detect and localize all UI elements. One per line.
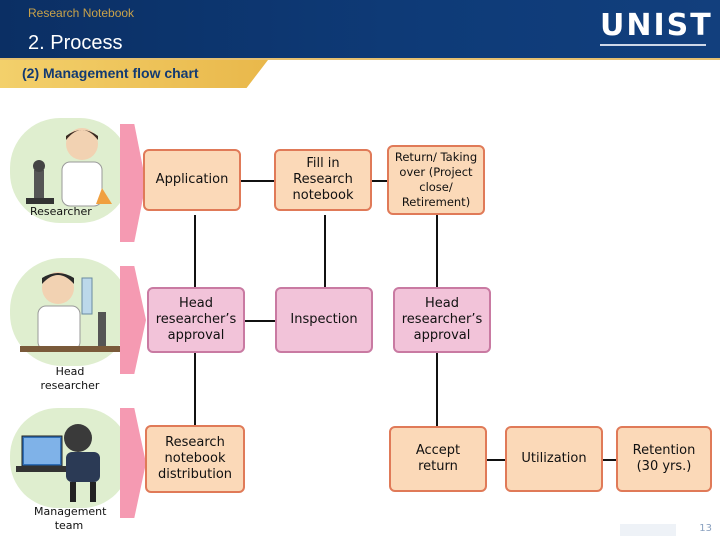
head-researcher-illustration-icon — [10, 258, 130, 366]
header-divider — [0, 58, 720, 60]
flow-box-head-researcher-approval-2: Head researcher’s approval — [393, 287, 491, 353]
flow-box-return-taking-over: Return/ Taking over (Project close/ Reti… — [387, 145, 485, 215]
unist-logo: UNIST — [600, 8, 713, 52]
connector-line — [194, 215, 196, 287]
management-team-illustration-icon — [10, 408, 130, 508]
subheader-band: (2) Management flow chart — [0, 60, 268, 88]
connector-line — [245, 320, 275, 322]
flow-box-application: Application — [143, 149, 241, 211]
connector-line — [436, 353, 438, 426]
connector-line — [603, 459, 616, 461]
connector-line — [372, 180, 387, 182]
connector-line — [324, 215, 326, 287]
role-label-management-team: Management team — [34, 505, 107, 532]
researcher-illustration-icon — [10, 118, 130, 223]
connector-line — [487, 459, 505, 461]
role-label-head-researcher: Head researcher — [40, 365, 100, 392]
flow-box-inspection: Inspection — [275, 287, 373, 353]
footer-mark — [620, 524, 676, 536]
connector-line — [241, 180, 274, 182]
row2-arrow — [120, 266, 146, 374]
logo-rule — [600, 44, 706, 46]
flow-box-retention: Retention (30 yrs.) — [616, 426, 712, 492]
page-title: 2. Process — [28, 32, 123, 54]
connector-line — [194, 353, 196, 425]
connector-line — [436, 215, 438, 287]
flow-box-notebook-distribution: Research notebook distribution — [145, 425, 245, 493]
flow-box-utilization: Utilization — [505, 426, 603, 492]
page-number: 13 — [699, 523, 712, 534]
logo-wordmark: UNIST — [600, 8, 713, 43]
role-label-researcher: Researcher — [30, 205, 92, 218]
section-label: Research Notebook — [28, 6, 135, 20]
flow-box-head-researcher-approval-1: Head researcher’s approval — [147, 287, 245, 353]
flow-box-fill-in-notebook: Fill in Research notebook — [274, 149, 372, 211]
flow-box-accept-return: Accept return — [389, 426, 487, 492]
row3-arrow — [120, 408, 146, 518]
header-band: Research Notebook 2. Process UNIST — [0, 0, 720, 60]
subheader-title: (2) Management flow chart — [22, 65, 199, 81]
